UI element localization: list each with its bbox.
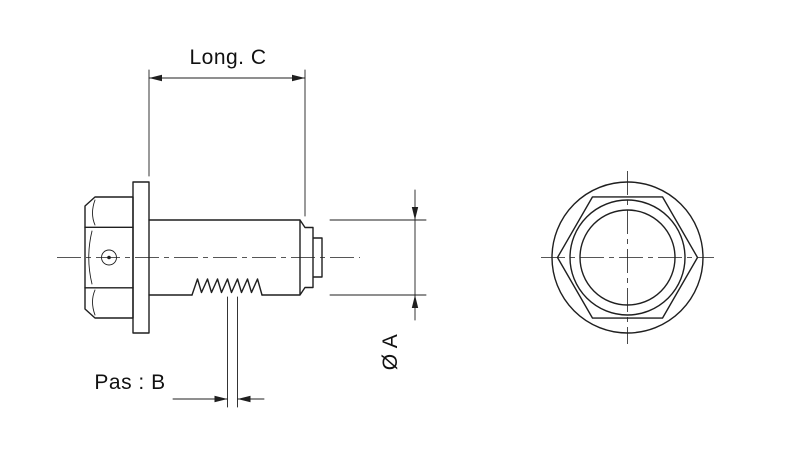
pitch-label: Pas : B xyxy=(94,371,165,394)
hex-head-facet-arc-top xyxy=(92,199,96,226)
thread-detail xyxy=(191,278,263,296)
shaft-outline xyxy=(148,219,323,296)
bolt-side-view xyxy=(57,181,360,334)
diameter-arrow-top xyxy=(411,207,419,220)
dimension-pitch: Pas : B xyxy=(94,296,265,408)
diameter-arrow-bottom xyxy=(411,295,419,308)
dimension-length: Long. C xyxy=(148,46,306,217)
length-label: Long. C xyxy=(189,46,266,69)
diameter-label: Ø A xyxy=(379,334,402,371)
flange-circle xyxy=(551,181,704,334)
bolt-end-view xyxy=(541,171,714,344)
lockwire-hole-center-dot xyxy=(107,255,111,260)
pitch-arrow-right xyxy=(237,395,251,403)
hex-head-facet-arc-middle xyxy=(88,230,93,285)
length-arrow-left xyxy=(149,74,162,82)
flange-outline xyxy=(132,181,150,334)
dimension-diameter: Ø A xyxy=(329,189,427,371)
inner-circle xyxy=(579,209,676,306)
pitch-arrow-left xyxy=(214,395,228,403)
hex-head-facet-arc-bottom xyxy=(92,289,96,316)
lockwire-hole xyxy=(101,249,117,266)
length-arrow-right xyxy=(292,74,305,82)
hex-outline xyxy=(556,196,699,319)
hex-chamfer-circle xyxy=(569,199,686,316)
